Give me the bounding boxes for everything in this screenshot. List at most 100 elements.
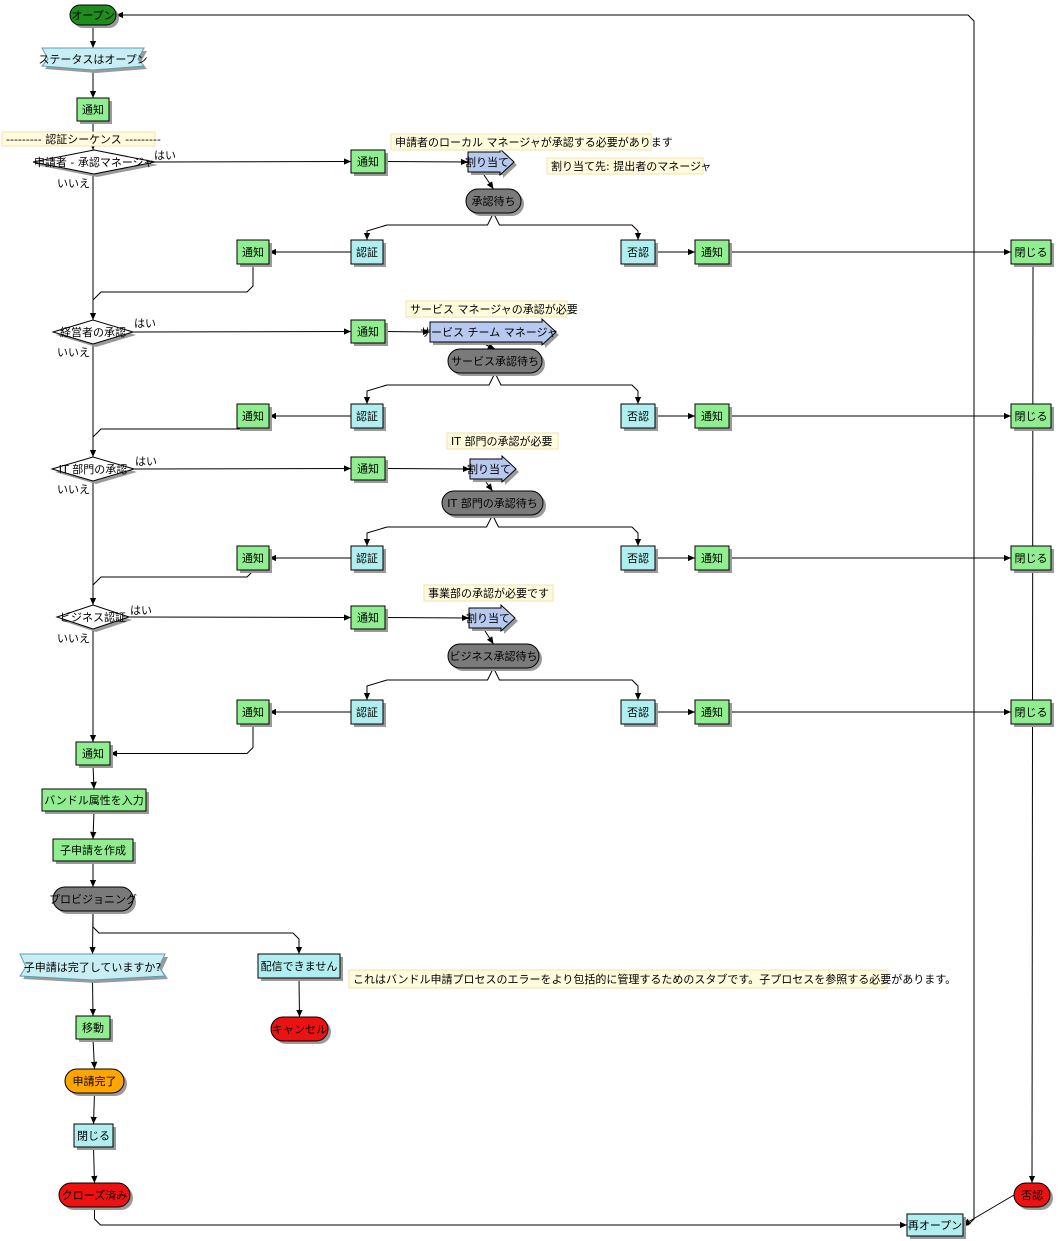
edge-approved-next-i [89,570,254,605]
notify-br-node[interactable]: 通知 [694,699,732,727]
note-stub-node[interactable]: これはバンドル申請プロセスのエラーをより包括的に管理するためのスタブです。子プロ… [348,969,956,989]
notify-sr-label: 通知 [701,409,723,423]
edge-yes-b [128,614,352,621]
provisioning-node[interactable]: プロビジョニング [49,886,137,914]
edge-wait-approve-b [363,667,494,700]
edge-yes-s [132,328,352,335]
approve-s-label: 認証 [356,409,378,423]
note-i-label: IT 部門の承認が必要 [451,434,552,448]
edge-notify-assign-s [384,328,431,336]
notify-rr-label: 通知 [701,245,723,259]
note-r2-label: 割り当て先: 提出者のマネージャ [551,159,711,173]
cancel-node[interactable]: キャンセル [270,1016,331,1044]
reopen-node[interactable]: 再オープン [906,1213,966,1239]
child-req-label: 子申請を作成 [60,843,126,857]
edge-decision-move [89,979,97,1017]
approve-r-node[interactable]: 認証 [350,239,386,267]
edge-approved-final-b [110,724,254,757]
assign-s-node[interactable]: サービス チーム マネージャ [420,317,559,348]
move-node[interactable]: 移動 [75,1015,113,1042]
wait-r-node[interactable]: 承認待ち [465,188,524,216]
edge-bundle-child [90,810,97,840]
child-req-node[interactable]: 子申請を作成 [52,838,136,864]
notify-sa-label: 通知 [242,409,264,423]
wait-b-node[interactable]: ビジネス承認待ち [447,643,542,671]
wait-s-node[interactable]: サービス承認待ち [447,348,545,376]
dec-requester-node[interactable]: 申請者 - 承認マネージャ [32,149,158,177]
edge-notify-assign-b [384,614,470,622]
assign-i-node[interactable]: 割り当て [467,454,519,485]
notify-rr-node[interactable]: 通知 [694,239,732,267]
approve-i-node[interactable]: 認証 [350,545,386,573]
edge-wait-reject-s [494,372,642,404]
edge-assign-wait-b [484,630,494,645]
assign-b-node[interactable]: 割り当て [466,603,518,634]
assign-r-node[interactable]: 割り当て [465,147,517,178]
close-r-node[interactable]: 閉じる [1010,239,1054,267]
undeliverable-node[interactable]: 配信できません [257,953,343,981]
notify-ra-node[interactable]: 通知 [236,239,272,267]
dec-child-node[interactable]: 子申請は完了していますか? [19,953,168,983]
provisioning-label: プロビジョニング [49,892,137,906]
note-s-node[interactable]: サービス マネージャの承認が必要 [405,300,578,318]
edge-label-no-b: いいえ [57,632,90,645]
rejected-end-node[interactable]: 否認 [1013,1182,1053,1210]
req-complete-node[interactable]: 申請完了 [64,1068,127,1096]
notify-i-node[interactable]: 通知 [350,456,388,483]
edge-label-yes-r: はい [154,149,176,162]
reject-b-node[interactable]: 否認 [620,699,658,727]
reject-i-node[interactable]: 否認 [620,545,658,573]
edge-wait-reject-b [493,667,642,700]
status-open-node[interactable]: ステータスはオープン [38,47,148,73]
notify-ir-node[interactable]: 通知 [694,545,732,573]
notify-final-node[interactable]: 通知 [75,741,113,768]
notify-b-node[interactable]: 通知 [350,605,388,632]
edge-notify-assign-i [384,465,471,473]
close-r-label: 閉じる [1015,246,1048,259]
edge-undeliverable-cancel [296,977,303,1018]
notify-ia-label: 通知 [242,551,264,565]
note-b-node[interactable]: 事業部の承認が必要です [423,584,554,602]
notify-i-label: 通知 [357,462,379,476]
notify-sa-node[interactable]: 通知 [236,403,272,431]
notify-ba-node[interactable]: 通知 [236,699,272,727]
dec-manager-node[interactable]: 経営者の承認 [51,319,136,347]
edge-yes-i [133,465,352,472]
approve-s-node[interactable]: 認証 [350,403,386,431]
note-i-node[interactable]: IT 部門の承認が必要 [446,432,559,450]
note-stub-label: これはバンドル申請プロセスのエラーをより包括的に管理するためのスタブです。子プロ… [353,972,956,986]
notify-r-node[interactable]: 通知 [350,149,388,176]
dec-business-node[interactable]: ビジネス認証 [55,604,132,632]
close-i-node[interactable]: 閉じる [1010,545,1054,573]
approve-b-node[interactable]: 認証 [350,699,386,727]
dec-it-node[interactable]: IT 部門の承認 [50,456,137,484]
notify-ia-node[interactable]: 通知 [236,545,272,573]
close-b-node[interactable]: 閉じる [1010,699,1054,727]
notify-1-label: 通知 [82,103,104,117]
wait-i-node[interactable]: IT 部門の承認待ち [441,490,546,518]
edge-label-yes-b: はい [130,604,152,617]
bundle-attr-node[interactable]: バンドル属性を入力 [41,788,149,814]
reject-s-node[interactable]: 否認 [620,403,658,431]
note-sequence-node[interactable]: --------- 認証シーケンス --------- [1,131,161,147]
close-s-node[interactable]: 閉じる [1010,403,1054,431]
notify-sr-node[interactable]: 通知 [694,403,732,431]
edge-wait-approve-i [363,514,493,546]
assign-s-label: サービス チーム マネージャ [420,326,558,339]
undeliverable-label: 配信できません [261,960,338,973]
reopen-label: 再オープン [908,1219,962,1232]
notify-1-node[interactable]: 通知 [76,97,112,124]
req-complete-label: 申請完了 [73,1074,117,1088]
move-label: 移動 [82,1021,104,1035]
close-b-label: 閉じる [1015,706,1048,719]
notify-s-node[interactable]: 通知 [350,319,388,346]
reject-r-node[interactable]: 否認 [620,239,658,267]
closed-node[interactable]: クローズ済み [58,1182,133,1210]
edge-label-no-i: いいえ [57,483,90,496]
bundle-attr-label: バンドル属性を入力 [44,793,144,807]
open-node[interactable]: オープン [69,4,119,28]
edge-wait-approve-s [363,372,496,404]
note-r1-node[interactable]: 申請者のローカル マネージャが承認する必要があります [390,133,673,151]
close-main-node[interactable]: 閉じる [73,1123,116,1150]
note-r2-node[interactable]: 割り当て先: 提出者のマネージャ [546,157,711,175]
